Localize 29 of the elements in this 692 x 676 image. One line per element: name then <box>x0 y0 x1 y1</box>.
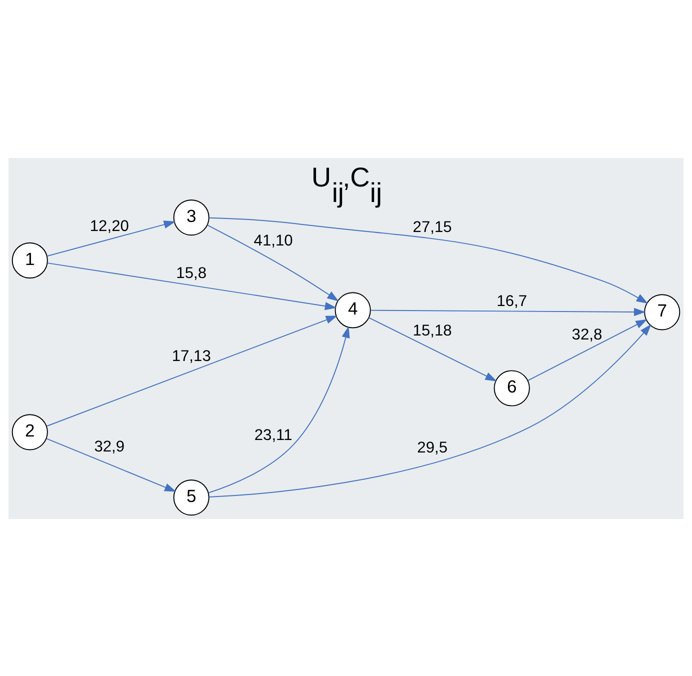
edge-label: 27,15 <box>412 218 452 236</box>
arrow <box>370 307 646 316</box>
node-circle: 3 <box>173 198 210 236</box>
edge-label: 17,13 <box>172 347 211 364</box>
node-circle: 5 <box>173 478 210 516</box>
edge-label: 32,8 <box>572 326 602 343</box>
arrow <box>208 326 350 493</box>
arrow <box>46 220 176 256</box>
arrow <box>368 316 497 381</box>
arrow <box>208 324 652 497</box>
arrow <box>206 224 339 301</box>
edge-label: 23,11 <box>254 426 292 444</box>
arrow <box>527 318 648 381</box>
node-circle: 6 <box>494 370 530 406</box>
edge-label: 29,5 <box>417 438 448 456</box>
arrow <box>46 315 338 426</box>
edge-label: 32,9 <box>94 438 125 455</box>
node-circle: 4 <box>334 292 371 328</box>
node-circle: 7 <box>644 294 680 330</box>
node-circle: 2 <box>12 414 48 450</box>
node-circle: 1 <box>12 242 48 278</box>
edge-label: 41,10 <box>254 232 293 250</box>
arrow <box>47 262 337 310</box>
edge-label: 15,8 <box>176 264 207 282</box>
edge-label: 12,20 <box>90 217 129 234</box>
arrow <box>208 216 648 304</box>
edge-label: 16,7 <box>496 292 528 310</box>
arrow <box>46 438 176 492</box>
edge-label: 15,18 <box>412 322 452 339</box>
